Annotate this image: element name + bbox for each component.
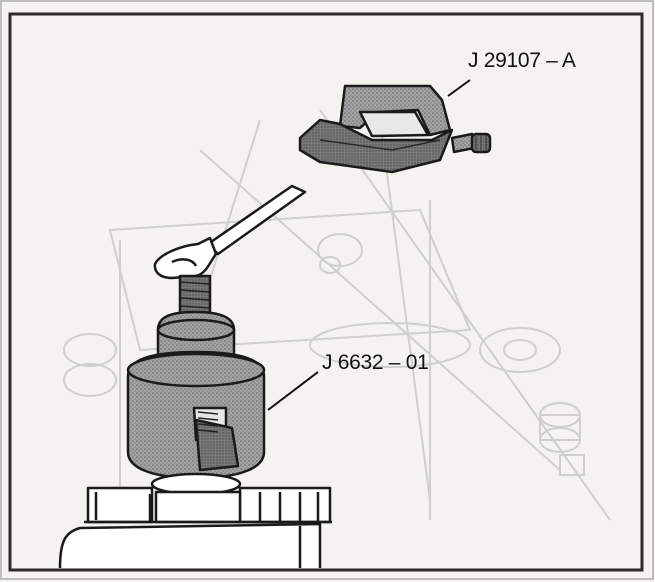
leader-line-b: [267, 371, 319, 411]
callout-j29107a: J 29107 – A: [468, 49, 576, 72]
tool-j29107a-drawing: [298, 84, 492, 174]
figure-frame: [8, 12, 644, 572]
vise-drawing: [58, 486, 332, 569]
tool-j663201-drawing: [126, 274, 266, 496]
callout-j663201: J 6632 – 01: [322, 351, 429, 374]
wrench-drawing: [153, 184, 307, 280]
leader-line-a: [447, 79, 471, 97]
